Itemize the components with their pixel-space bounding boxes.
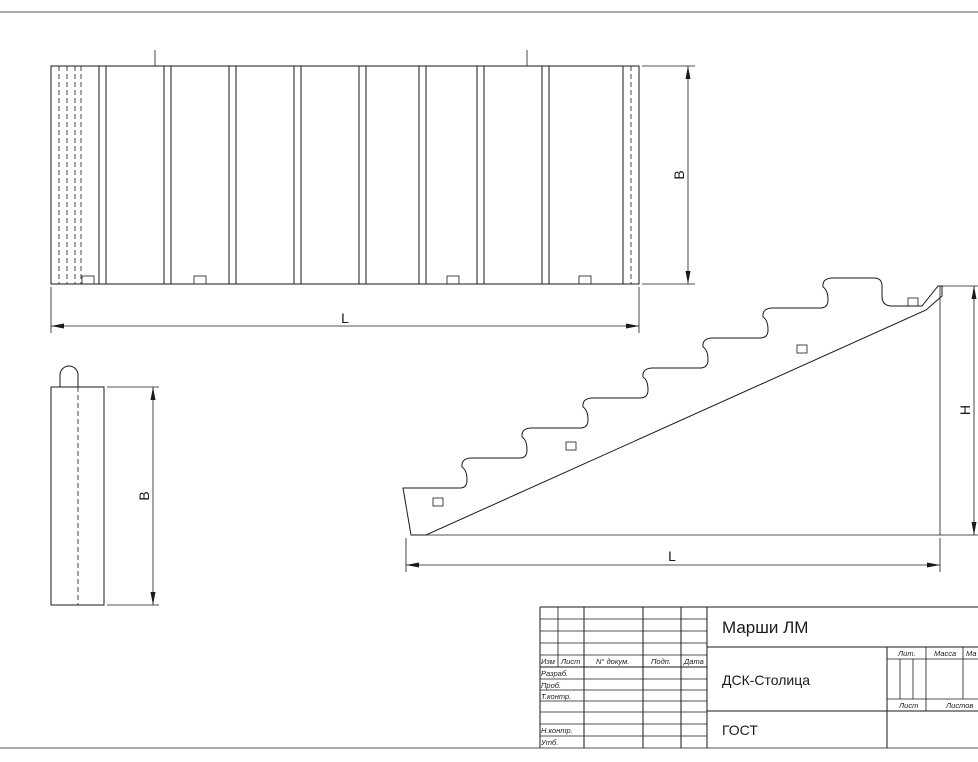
side-view-length-dimension: L [405,538,941,572]
title-product-name: Марши ЛМ [722,618,808,637]
right-lit: Лит. [897,649,916,658]
end-view [50,365,105,606]
top-view-width-label: B [671,170,687,179]
side-view-length-label: L [668,548,676,564]
side-view [402,277,943,536]
end-view-width-dimension: B [107,386,159,606]
header-date: Дата [683,657,704,666]
title-block: Марши ЛМ ДСК-Столица ГОСТ Изм Лист N° до… [539,606,978,748]
row-prov: Проб. [541,681,561,690]
header-doc-no: N° докум. [596,657,629,666]
right-listov: Листов [945,701,973,710]
top-view-width-dimension: B [642,65,695,285]
top-view-length-label: L [341,310,349,326]
side-view-height-dimension: H [426,285,978,536]
end-view-width-label: B [136,491,152,500]
top-view-length-dimension: L [50,287,640,333]
row-utv: Утб. [540,738,558,747]
right-list: Лист [898,701,918,710]
top-view [50,50,640,285]
right-massa: Масса [934,649,956,658]
title-standard: ГОСТ [722,722,758,738]
sheet-frame [0,11,978,749]
row-nkontr: Н.контр. [541,726,573,735]
header-sign: Подп. [651,657,671,666]
row-razrab: Разраб. [541,669,568,678]
side-view-height-label: H [957,405,973,415]
header-list: Лист [560,657,580,666]
right-masshtab: Ма [966,649,977,658]
title-organization: ДСК-Столица [722,672,810,688]
header-izm: Изм [541,657,555,666]
row-tkontr: Т.контр. [541,692,571,701]
